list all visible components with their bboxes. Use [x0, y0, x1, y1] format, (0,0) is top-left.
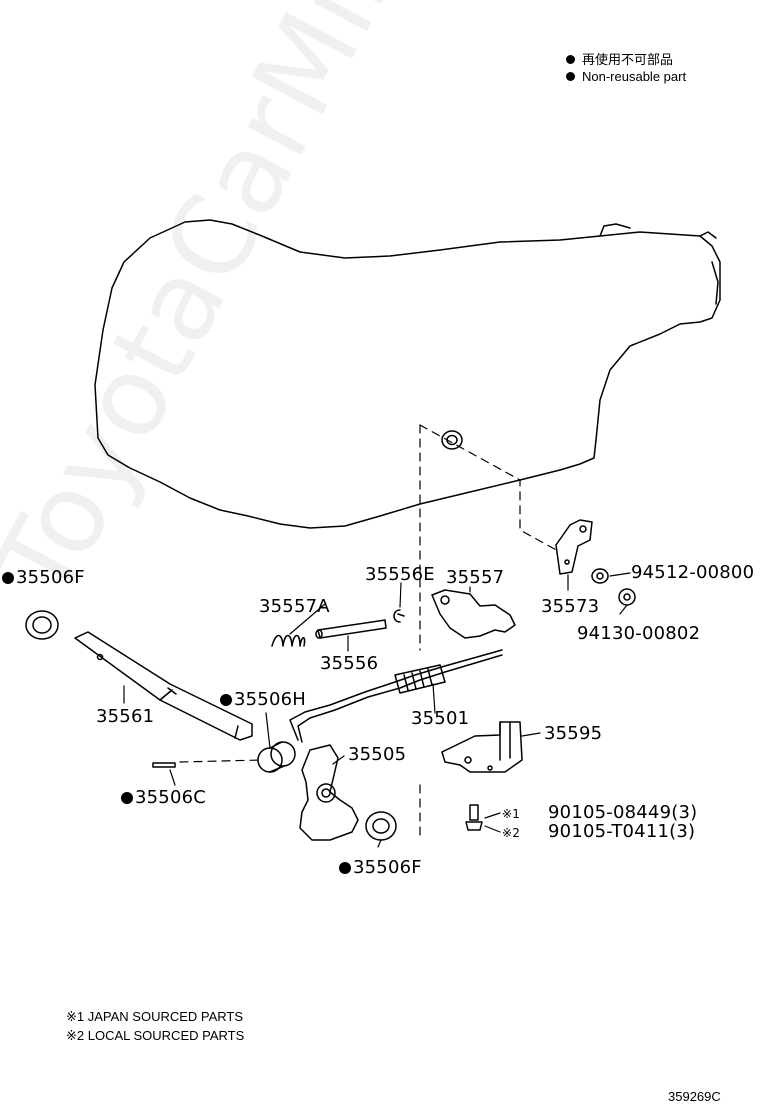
non-reusable-dot-icon: [2, 572, 14, 584]
non-reusable-dot-icon: [566, 72, 575, 81]
bushing-35506H: [257, 741, 296, 773]
label-35501[interactable]: 35501: [411, 708, 470, 729]
label-35573[interactable]: 35573: [541, 596, 600, 617]
bolt-90105: [465, 804, 483, 831]
legend-en-text: Non-reusable part: [582, 69, 687, 84]
label-94512-00800[interactable]: 94512-00800: [631, 562, 755, 583]
lever-35505: [299, 744, 359, 841]
label-35561[interactable]: 35561: [96, 706, 155, 727]
legend-en: Non-reusable part: [566, 69, 686, 85]
bracket-35595: [441, 721, 523, 773]
non-reusable-dot-icon: [339, 862, 351, 874]
bracket-35573: [555, 519, 593, 575]
footnote-japan-sourced: ※1 JAPAN SOURCED PARTS: [66, 1009, 244, 1024]
dashed-leaders: [179, 424, 561, 841]
nut-94512: [591, 568, 609, 584]
diagram-id: 359269C: [668, 1089, 721, 1104]
legend-jp: 再使用不可部品: [566, 52, 673, 68]
non-reusable-dot-icon: [220, 694, 232, 706]
spring-35557A: [271, 634, 306, 647]
label-90105-T0411[interactable]: ※2 90105-T0411(3): [502, 821, 696, 842]
nut-94130: [618, 588, 636, 606]
pin-35506C: [152, 762, 176, 768]
label-35557A[interactable]: 35557A: [259, 596, 330, 617]
label-94130-00802[interactable]: 94130-00802: [577, 623, 701, 644]
lever-35557: [431, 589, 516, 639]
transmission-outline: [94, 219, 721, 529]
oil-seal-35506F-top: [25, 610, 59, 640]
pin-35556: [317, 619, 387, 639]
mark-local-sourced: ※2: [502, 826, 521, 840]
label-35505[interactable]: 35505: [348, 744, 407, 765]
non-reusable-dot-icon: [566, 55, 575, 64]
cable-35501: [289, 649, 503, 743]
label-35506F-top[interactable]: 35506F: [2, 568, 85, 588]
label-35556E[interactable]: 35556E: [365, 564, 435, 585]
label-35506F-bottom[interactable]: 35506F: [339, 858, 422, 878]
shaft-35561: [74, 631, 253, 741]
non-reusable-dot-icon: [121, 792, 133, 804]
legend-jp-text: 再使用不可部品: [582, 52, 674, 67]
label-35506H[interactable]: 35506H: [220, 690, 306, 710]
clip-35556E: [393, 609, 405, 623]
label-35557[interactable]: 35557: [446, 567, 505, 588]
footnote-local-sourced: ※2 LOCAL SOURCED PARTS: [66, 1028, 245, 1043]
oil-seal-35506F-bottom: [365, 811, 397, 841]
label-35556[interactable]: 35556: [320, 653, 379, 674]
label-90105-08449[interactable]: ※1 90105-08449(3): [502, 802, 698, 823]
label-35506C[interactable]: 35506C: [121, 788, 206, 808]
mark-japan-sourced: ※1: [502, 807, 521, 821]
transmission-seal: [441, 430, 463, 450]
label-35595[interactable]: 35595: [544, 723, 603, 744]
leader-lines: [123, 572, 631, 848]
